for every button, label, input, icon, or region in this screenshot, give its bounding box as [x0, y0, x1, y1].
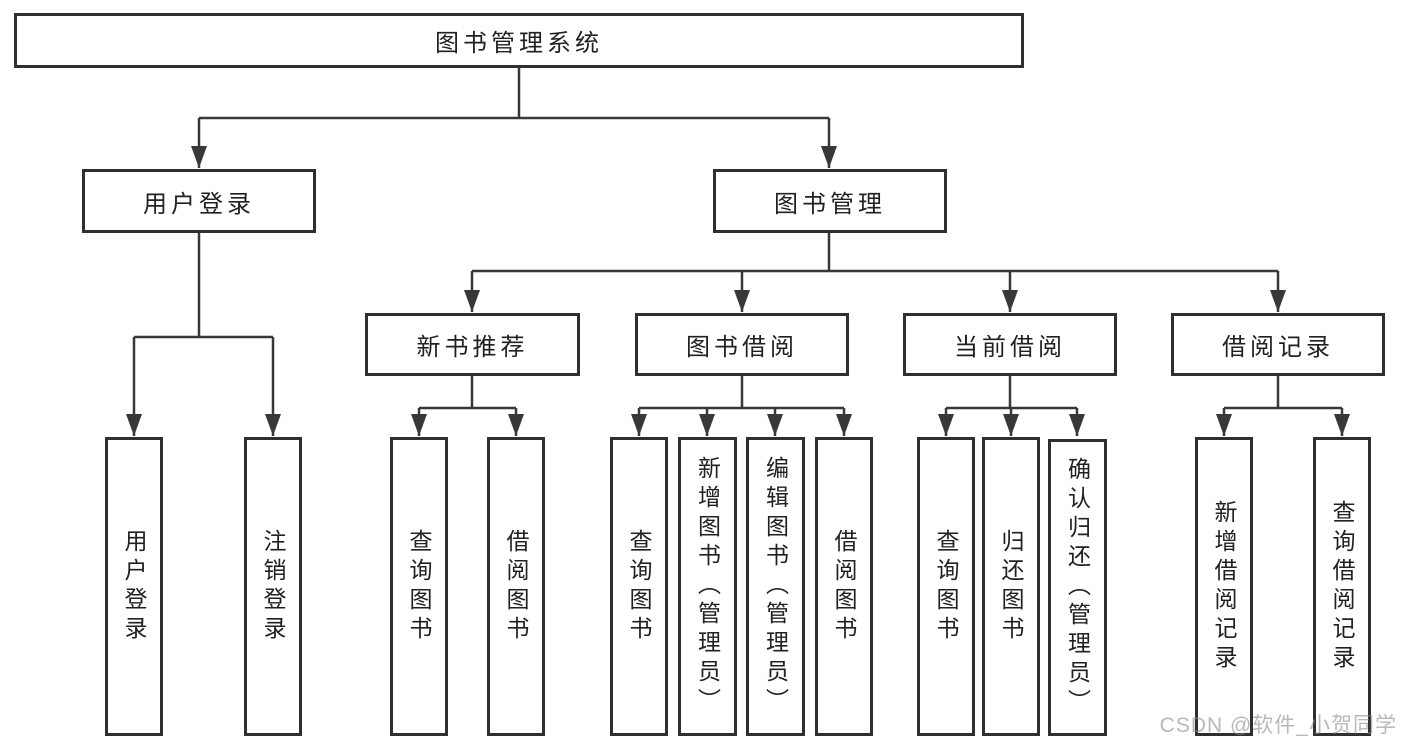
node-book-management: 图书管理 — [713, 169, 947, 233]
watermark: CSDN @软件_小贺同学 — [1159, 714, 1397, 737]
node-add-borrow-record: 新增借阅记录 — [1195, 437, 1253, 736]
node-borrow-records: 借阅记录 — [1171, 313, 1385, 376]
node-borrow-books-leaf: 借阅图书 — [815, 437, 873, 736]
node-current-borrow: 当前借阅 — [903, 313, 1117, 376]
node-query-books-recommend: 查询图书 — [390, 437, 448, 736]
node-query-books-current: 查询图书 — [917, 437, 975, 736]
node-logout-leaf: 注销登录 — [244, 437, 302, 736]
node-user-login: 用户登录 — [82, 169, 316, 233]
node-borrow-books-recommend: 借阅图书 — [487, 437, 545, 736]
node-book-borrow: 图书借阅 — [635, 313, 849, 376]
node-return-book: 归还图书 — [982, 437, 1040, 736]
node-edit-book-admin: 编辑图书（管理员） — [746, 437, 805, 736]
node-query-borrow-record: 查询借阅记录 — [1313, 437, 1371, 736]
node-query-books-borrow: 查询图书 — [610, 437, 668, 736]
node-new-book-recommend: 新书推荐 — [365, 313, 580, 376]
node-system-root: 图书管理系统 — [14, 13, 1024, 68]
node-user-login-leaf: 用户登录 — [105, 437, 163, 736]
node-add-book-admin: 新增图书（管理员） — [678, 437, 737, 736]
node-confirm-return-admin: 确认归还（管理员） — [1048, 439, 1107, 736]
